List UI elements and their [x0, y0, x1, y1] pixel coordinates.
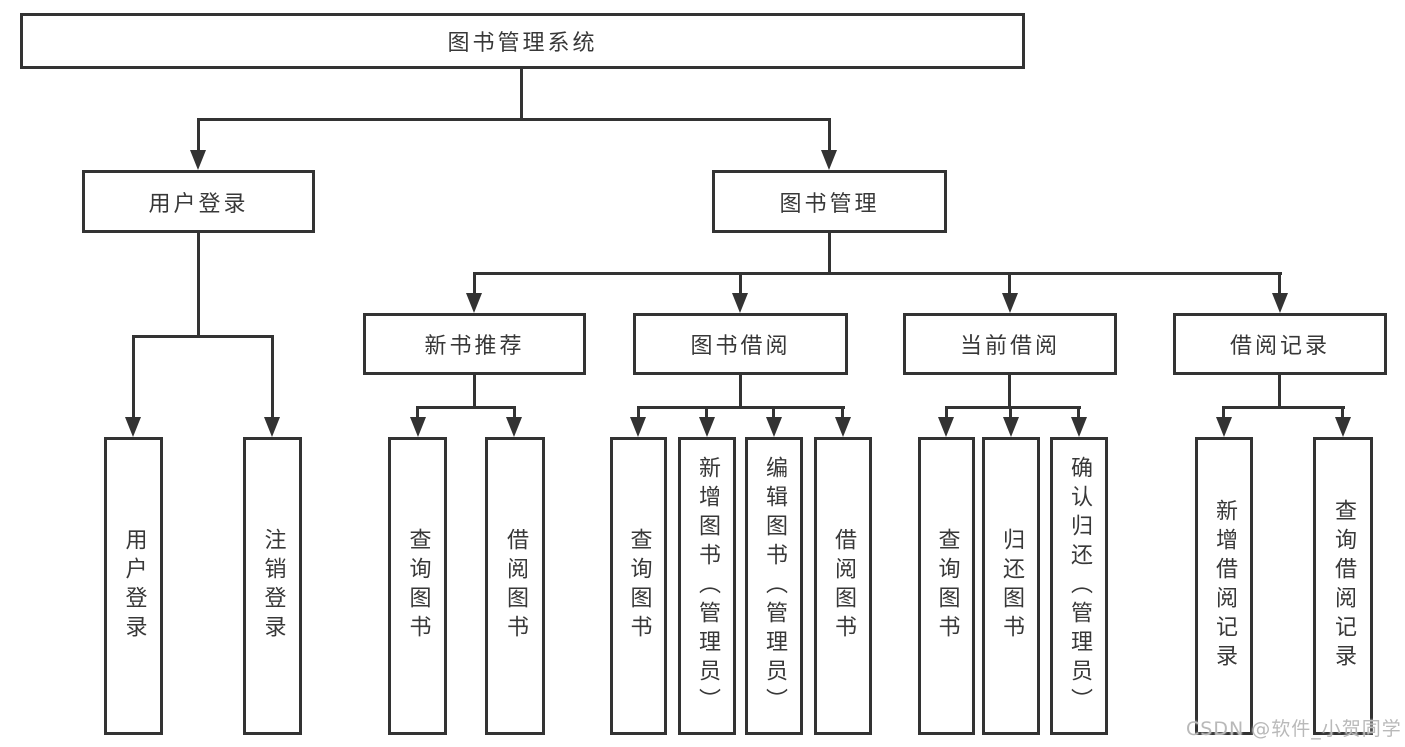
connector-line [473, 272, 476, 295]
connector-line [197, 233, 200, 338]
connector-line [705, 406, 708, 419]
node-user-login: 用户登录 [82, 170, 315, 233]
connector-arrow [1002, 293, 1018, 313]
node-query-books-recommend: 查询图书 [388, 437, 447, 735]
connector-arrow [1335, 417, 1351, 437]
connector-arrow [732, 293, 748, 313]
node-label: 当前借阅 [959, 334, 1060, 359]
node-borrow-books-recommend: 借阅图书 [485, 437, 545, 735]
connector-line [271, 335, 274, 419]
node-label: 用户登录 [148, 191, 249, 217]
connector-line [1008, 375, 1011, 409]
connector-arrow [466, 293, 482, 313]
node-label: 编辑图书（管理员） [762, 455, 787, 717]
node-book-management: 图书管理 [712, 170, 947, 233]
node-edit-books-admin: 编辑图书（管理员） [745, 437, 803, 735]
node-confirm-return-admin: 确认归还（管理员） [1050, 437, 1108, 735]
connector-line [1278, 272, 1281, 295]
connector-line [739, 375, 742, 409]
connector-line [473, 375, 476, 409]
node-add-borrow-record: 新增借阅记录 [1195, 437, 1253, 735]
node-user-login-leaf: 用户登录 [104, 437, 163, 735]
connector-line [513, 406, 516, 419]
connector-line [197, 118, 200, 152]
node-label: 归还图书 [999, 528, 1024, 644]
node-label: 借阅图书 [831, 528, 856, 644]
node-book-borrowing: 图书借阅 [633, 313, 848, 375]
connector-line [197, 118, 831, 121]
connector-line [416, 406, 419, 419]
connector-arrow [835, 417, 851, 437]
connector-line [1222, 406, 1345, 409]
node-label: 图书借阅 [690, 334, 791, 359]
connector-arrow [264, 417, 280, 437]
node-query-books-borrowing: 查询图书 [610, 437, 667, 735]
connector-arrow [125, 417, 141, 437]
connector-line [945, 406, 948, 419]
csdn-watermark: CSDN @软件_小贺同学 [1186, 718, 1402, 740]
node-query-borrow-record: 查询借阅记录 [1313, 437, 1373, 735]
connector-line [637, 406, 640, 419]
connector-line [416, 406, 516, 409]
connector-line [945, 406, 1081, 409]
connector-line [828, 233, 831, 275]
connector-arrow [630, 417, 646, 437]
node-borrow-books-borrowing: 借阅图书 [814, 437, 872, 735]
connector-line [1222, 406, 1225, 419]
node-logout-leaf: 注销登录 [243, 437, 302, 735]
connector-line [1341, 406, 1344, 419]
node-label: 查询图书 [934, 528, 960, 644]
node-add-books-admin: 新增图书（管理员） [678, 437, 736, 735]
connector-line [739, 272, 742, 295]
node-label: 借阅记录 [1229, 334, 1330, 359]
connector-arrow [699, 417, 715, 437]
node-label: 图书管理系统 [447, 31, 598, 56]
connector-arrow [821, 150, 837, 170]
connector-line [828, 118, 831, 152]
connector-arrow [938, 417, 954, 437]
connector-arrow [190, 150, 206, 170]
connector-arrow [506, 417, 522, 437]
connector-line [637, 406, 845, 409]
connector-arrow [1216, 417, 1232, 437]
node-label: 查询借阅记录 [1331, 499, 1356, 673]
connector-line [1278, 375, 1281, 409]
node-new-book-recommend: 新书推荐 [363, 313, 586, 375]
connector-line [132, 335, 274, 338]
node-label: 用户登录 [121, 528, 147, 644]
connector-arrow [1071, 417, 1087, 437]
node-label: 新增借阅记录 [1212, 499, 1237, 673]
connector-line [1009, 406, 1012, 419]
node-label: 图书管理 [779, 191, 880, 217]
connector-line [772, 406, 775, 419]
node-label: 确认归还（管理员） [1067, 455, 1092, 717]
connector-line [841, 406, 844, 419]
node-borrowing-records: 借阅记录 [1173, 313, 1387, 375]
connector-arrow [766, 417, 782, 437]
node-label: 注销登录 [260, 528, 286, 644]
connector-line [132, 335, 135, 419]
connector-line [1077, 406, 1080, 419]
connector-line [520, 69, 523, 121]
node-return-books: 归还图书 [982, 437, 1040, 735]
node-library-system: 图书管理系统 [20, 13, 1025, 69]
connector-line [1008, 272, 1011, 295]
connector-arrow [1003, 417, 1019, 437]
connector-line [473, 272, 1282, 275]
node-label: 新增图书（管理员） [695, 455, 720, 717]
connector-arrow [1272, 293, 1288, 313]
node-current-borrowing: 当前借阅 [903, 313, 1117, 375]
node-label: 查询图书 [626, 528, 652, 644]
node-label: 借阅图书 [503, 528, 528, 644]
connector-arrow [410, 417, 426, 437]
node-label: 查询图书 [405, 528, 431, 644]
node-query-books-current: 查询图书 [918, 437, 975, 735]
node-label: 新书推荐 [424, 334, 525, 359]
